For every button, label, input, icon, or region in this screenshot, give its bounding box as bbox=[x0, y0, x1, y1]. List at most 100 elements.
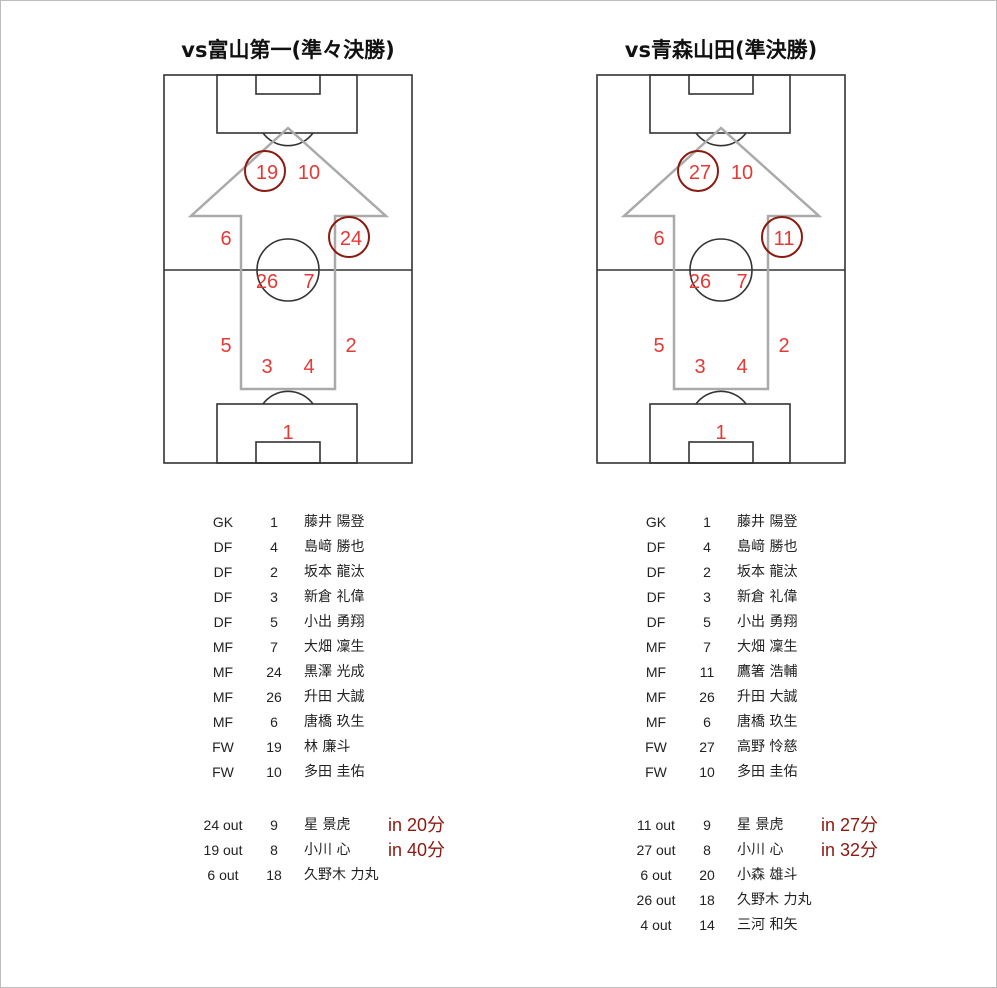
player-marker: 4 bbox=[736, 356, 748, 378]
row-name: 新倉 礼偉 bbox=[737, 589, 798, 605]
row-num: 18 bbox=[266, 867, 282, 883]
row-name: 星 景虎 bbox=[737, 817, 784, 833]
row-pos: 11 out bbox=[637, 817, 675, 833]
row-pos: FW bbox=[212, 764, 234, 780]
row-name: 星 景虎 bbox=[304, 817, 351, 833]
row-pos: MF bbox=[212, 664, 234, 680]
row-pos: DF bbox=[646, 564, 666, 580]
player-marker: 1 bbox=[282, 422, 294, 444]
row-num: 8 bbox=[270, 842, 278, 858]
row-num: 1 bbox=[703, 514, 711, 530]
row-pos: MF bbox=[212, 639, 234, 655]
row-num: 19 bbox=[266, 739, 282, 755]
match-title: vs青森山田(準決勝) bbox=[624, 38, 818, 62]
player-marker: 5 bbox=[653, 335, 665, 357]
row-name: 唐橋 玖生 bbox=[737, 714, 798, 730]
row-pos: MF bbox=[645, 639, 667, 655]
row-pos: FW bbox=[645, 764, 667, 780]
row-num: 11 bbox=[699, 664, 715, 680]
row-pos: 6 out bbox=[207, 867, 239, 883]
player-marker: 7 bbox=[736, 271, 748, 293]
row-pos: MF bbox=[212, 714, 234, 730]
row-name: 小森 雄斗 bbox=[737, 867, 798, 883]
row-num: 9 bbox=[270, 817, 278, 833]
row-pos: DF bbox=[646, 589, 666, 605]
row-name: 坂本 龍汰 bbox=[737, 564, 798, 580]
row-pos: MF bbox=[212, 689, 234, 705]
player-marker: 4 bbox=[303, 356, 315, 378]
row-num: 27 bbox=[699, 739, 715, 755]
row-name: 三河 和矢 bbox=[737, 917, 798, 933]
row-num: 18 bbox=[699, 892, 715, 908]
attack-direction-arrow bbox=[620, 126, 823, 391]
row-name: 藤井 陽登 bbox=[304, 514, 365, 530]
row-num: 1 bbox=[270, 514, 278, 530]
row-name: 新倉 礼偉 bbox=[304, 589, 365, 605]
player-marker: 7 bbox=[303, 271, 315, 293]
player-marker-substituted: 24 bbox=[328, 216, 371, 258]
row-num: 7 bbox=[703, 639, 711, 655]
row-name: 升田 大誠 bbox=[737, 689, 798, 705]
row-num: 5 bbox=[703, 614, 711, 630]
row-name: 小出 勇翔 bbox=[304, 614, 365, 630]
row-num: 2 bbox=[703, 564, 711, 580]
row-num: 4 bbox=[703, 539, 711, 555]
attack-direction-arrow bbox=[187, 126, 390, 391]
player-marker-substituted: 27 bbox=[677, 150, 720, 192]
row-num: 24 bbox=[266, 664, 282, 680]
row-pos: FW bbox=[212, 739, 234, 755]
player-marker: 10 bbox=[297, 162, 321, 184]
row-num: 9 bbox=[703, 817, 711, 833]
player-marker: 10 bbox=[730, 162, 754, 184]
row-pos: 27 out bbox=[636, 842, 676, 858]
row-name: 島﨑 勝也 bbox=[737, 539, 798, 555]
row-in: in 27分 bbox=[821, 815, 879, 835]
row-num: 3 bbox=[270, 589, 278, 605]
player-marker: 2 bbox=[778, 335, 790, 357]
row-name: 小川 心 bbox=[304, 842, 351, 858]
row-num: 10 bbox=[266, 764, 282, 780]
pitch bbox=[596, 74, 846, 464]
row-pos: DF bbox=[213, 589, 233, 605]
player-marker: 1 bbox=[715, 422, 727, 444]
row-name: 久野木 力丸 bbox=[737, 892, 812, 908]
row-name: 黒澤 光成 bbox=[304, 664, 365, 680]
row-name: 島﨑 勝也 bbox=[304, 539, 365, 555]
row-pos: 4 out bbox=[640, 917, 672, 933]
player-marker-substituted: 11 bbox=[761, 216, 804, 258]
row-num: 6 bbox=[703, 714, 711, 730]
row-name: 鷹箸 浩輔 bbox=[737, 664, 798, 680]
row-name: 大畑 凜生 bbox=[737, 639, 798, 655]
player-marker: 3 bbox=[261, 356, 273, 378]
row-pos: GK bbox=[645, 514, 667, 530]
row-name: 久野木 力丸 bbox=[304, 867, 379, 883]
row-pos: DF bbox=[213, 564, 233, 580]
player-marker: 6 bbox=[220, 228, 232, 250]
match-title: vs富山第一(準々決勝) bbox=[181, 38, 395, 62]
row-num: 5 bbox=[270, 614, 278, 630]
player-marker: 3 bbox=[694, 356, 706, 378]
row-name: 小川 心 bbox=[737, 842, 784, 858]
row-num: 8 bbox=[703, 842, 711, 858]
row-num: 3 bbox=[703, 589, 711, 605]
player-marker: 2 bbox=[345, 335, 357, 357]
row-pos: MF bbox=[645, 664, 667, 680]
player-marker: 26 bbox=[688, 271, 712, 293]
row-in: in 32分 bbox=[821, 840, 879, 860]
row-num: 6 bbox=[270, 714, 278, 730]
row-num: 26 bbox=[266, 689, 282, 705]
row-name: 高野 怜慈 bbox=[737, 739, 798, 755]
row-num: 26 bbox=[699, 689, 715, 705]
row-name: 林 廉斗 bbox=[304, 739, 351, 755]
row-name: 大畑 凜生 bbox=[304, 639, 365, 655]
row-name: 小出 勇翔 bbox=[737, 614, 798, 630]
row-num: 10 bbox=[699, 764, 715, 780]
row-pos: MF bbox=[645, 714, 667, 730]
row-name: 唐橋 玖生 bbox=[304, 714, 365, 730]
row-in: in 40分 bbox=[388, 840, 446, 860]
row-pos: GK bbox=[212, 514, 234, 530]
row-num: 20 bbox=[699, 867, 715, 883]
row-pos: 19 out bbox=[203, 842, 243, 858]
row-pos: FW bbox=[645, 739, 667, 755]
row-pos: DF bbox=[213, 614, 233, 630]
